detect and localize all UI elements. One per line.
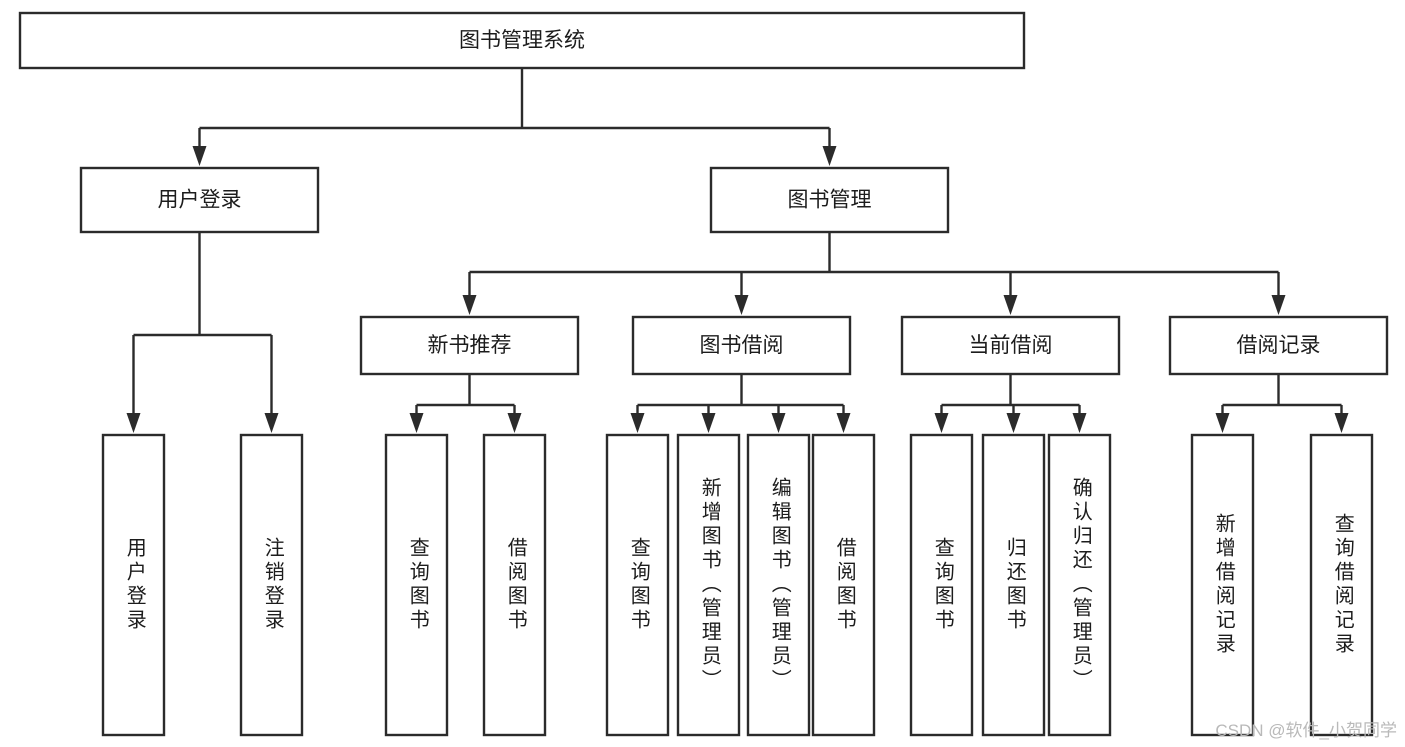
arrow-head-icon: [462, 295, 477, 315]
node-box-leaf-add-book[interactable]: [676, 433, 741, 737]
arrow-head-icon: [507, 413, 522, 433]
node-label-user-login: 用户登录: [158, 189, 242, 212]
arrow-head-icon: [126, 413, 141, 433]
arrow-head-icon: [734, 295, 749, 315]
arrow-head-icon: [192, 146, 207, 166]
node-box-leaf-query-record[interactable]: [1309, 433, 1374, 737]
node-box-leaf-user-logout[interactable]: [239, 433, 304, 737]
arrow-head-icon: [1334, 413, 1349, 433]
node-box-leaf-edit-book[interactable]: [746, 433, 811, 737]
arrow-head-icon: [1271, 295, 1286, 315]
arrow-head-icon: [701, 413, 716, 433]
arrow-head-icon: [630, 413, 645, 433]
node-box-leaf-confirm-return[interactable]: [1047, 433, 1112, 737]
node-label-current-borrow: 当前借阅: [969, 334, 1053, 357]
node-box-root[interactable]: [18, 11, 1026, 70]
arrow-head-icon: [836, 413, 851, 433]
node-label-borrow-record: 借阅记录: [1237, 334, 1321, 357]
arrow-head-icon: [822, 146, 837, 166]
node-box-book-borrow[interactable]: [631, 315, 852, 376]
node-box-leaf-borrow-book-2[interactable]: [811, 433, 876, 737]
node-box-current-borrow[interactable]: [900, 315, 1121, 376]
node-box-leaf-add-record[interactable]: [1190, 433, 1255, 737]
node-box-leaf-query-book-2[interactable]: [605, 433, 670, 737]
node-box-book-manage[interactable]: [709, 166, 950, 234]
node-box-borrow-record[interactable]: [1168, 315, 1389, 376]
arrow-head-icon: [409, 413, 424, 433]
arrow-head-icon: [264, 413, 279, 433]
arrow-head-icon: [1006, 413, 1021, 433]
arrow-head-icon: [771, 413, 786, 433]
arrow-head-icon: [1003, 295, 1018, 315]
node-box-new-book-rec[interactable]: [359, 315, 580, 376]
node-box-leaf-user-login[interactable]: [101, 433, 166, 737]
node-label-root: 图书管理系统: [459, 29, 585, 52]
node-box-leaf-query-book-3[interactable]: [909, 433, 974, 737]
node-label-new-book-rec: 新书推荐: [428, 334, 512, 357]
arrow-head-icon: [1072, 413, 1087, 433]
arrow-head-icon: [1215, 413, 1230, 433]
arrow-head-icon: [934, 413, 949, 433]
node-label-book-borrow: 图书借阅: [700, 334, 784, 357]
node-box-leaf-query-book-1[interactable]: [384, 433, 449, 737]
node-box-leaf-return-book[interactable]: [981, 433, 1046, 737]
watermark-text: CSDN @软件_小贺同学: [1215, 721, 1397, 740]
node-box-leaf-borrow-book-1[interactable]: [482, 433, 547, 737]
node-box-user-login[interactable]: [79, 166, 320, 234]
node-label-book-manage: 图书管理: [788, 189, 872, 212]
